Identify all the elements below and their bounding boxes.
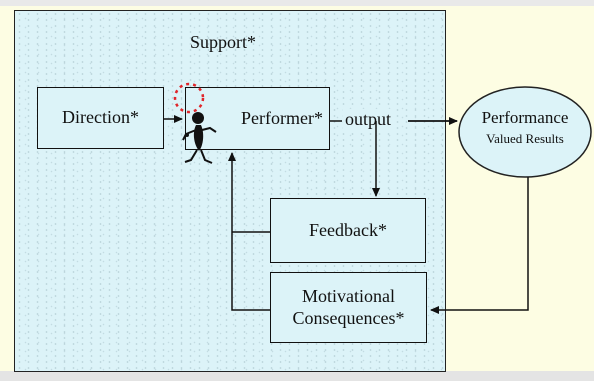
performer-box: Performer* xyxy=(185,87,330,150)
feedback-box: Feedback* xyxy=(270,198,426,263)
motivational-consequences-box: Motivational Consequences* xyxy=(270,272,427,343)
performance-to-consequences-arrow xyxy=(430,177,529,314)
performance-subtitle: Valued Results xyxy=(486,131,564,146)
direction-box: Direction* xyxy=(37,87,164,149)
performer-label: Performer* xyxy=(241,107,323,128)
bottom-strip xyxy=(0,371,594,381)
performance-title: Performance xyxy=(482,108,569,127)
performance-ellipse xyxy=(458,86,592,178)
performer-figure-icon xyxy=(173,82,217,164)
support-label: Support* xyxy=(190,32,257,52)
consequences-loop-arrow xyxy=(228,152,270,311)
output-label: output xyxy=(343,109,394,130)
motivational-label-line2: Consequences* xyxy=(292,307,405,328)
direction-label: Direction* xyxy=(62,107,139,128)
motivational-label-line1: Motivational xyxy=(302,285,395,306)
feedback-label: Feedback* xyxy=(309,219,387,240)
top-strip xyxy=(0,0,594,6)
